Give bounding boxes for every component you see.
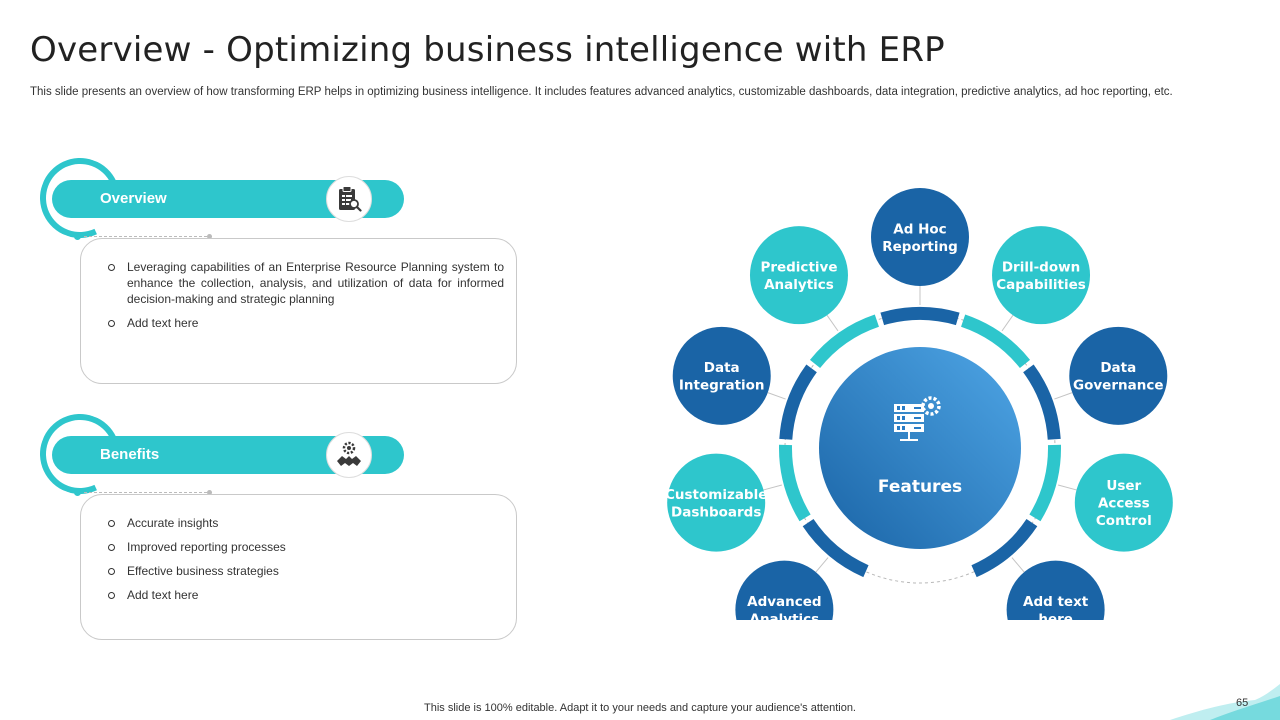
ring-segment: [802, 519, 869, 578]
overview-header-label: Overview: [100, 190, 167, 207]
overview-header-dash: [84, 236, 212, 237]
feature-node-label-line: Advanced: [747, 594, 821, 610]
feature-node-label-line: Ad Hoc: [893, 221, 946, 237]
feature-node-label-line: Add text: [1023, 594, 1089, 610]
ring-segment: [971, 519, 1038, 578]
ring-segment: [961, 314, 1031, 368]
benefits-bullet: Add text here: [105, 587, 504, 603]
ring-segment: [880, 307, 960, 326]
ring-segment: [779, 364, 817, 440]
feature-node-label-line: Access: [1098, 496, 1150, 512]
node-connector-line: [1001, 315, 1014, 332]
ring-segment: [1029, 444, 1061, 522]
node-connector-line: [1011, 557, 1025, 573]
benefits-header-dot: [74, 489, 81, 496]
overview-bullet-list: Leveraging capabilities of an Enterprise…: [105, 259, 504, 331]
benefits-header-label: Benefits: [100, 446, 160, 463]
feature-node-circle: [1069, 326, 1168, 425]
diagram-segmented-ring: [779, 307, 1061, 578]
benefits-bullet: Effective business strategies: [105, 563, 504, 579]
overview-bullet: Add text here: [105, 315, 504, 331]
diagram-connectors: [763, 286, 1077, 573]
ring-segment: [779, 444, 811, 522]
feature-node-label-line: Drill-down: [1002, 259, 1080, 275]
page-title: Overview - Optimizing business intellige…: [30, 30, 945, 70]
benefits-header-dash: [84, 492, 212, 493]
feature-node-circle: [992, 226, 1091, 325]
features-center-label: Features: [878, 477, 962, 497]
feature-node-circle: [1074, 453, 1173, 552]
feature-node-label-line: Customizable: [665, 487, 767, 503]
server-gear-icon: [894, 396, 941, 441]
feature-node-circle: [672, 326, 771, 425]
feature-node-label-line: Governance: [1073, 378, 1163, 394]
node-connector-line: [815, 557, 829, 573]
clipboard-search-icon: [326, 176, 372, 222]
feature-node-label-line: Dashboards: [671, 504, 761, 520]
ring-segment: [1023, 364, 1061, 440]
corner-wave-decoration: [1170, 684, 1280, 720]
node-connector-line: [763, 484, 783, 491]
overview-header: Overview: [28, 146, 410, 250]
footer-note: This slide is 100% editable. Adapt it to…: [424, 702, 856, 714]
feature-node-label-line: User: [1106, 478, 1141, 494]
ring-segment: [809, 314, 879, 368]
benefits-content-box: Accurate insights Improved reporting pro…: [80, 494, 517, 640]
overview-bullet: Leveraging capabilities of an Enterprise…: [105, 259, 504, 307]
benefits-header-end-dot: [207, 490, 212, 495]
node-connector-line: [826, 315, 839, 332]
node-connector-line: [1054, 392, 1073, 400]
overview-content-box: Leveraging capabilities of an Enterprise…: [80, 238, 517, 384]
feature-node-label-line: Integration: [679, 378, 765, 394]
overview-header-end-dot: [207, 234, 212, 239]
feature-node-label-line: here: [1038, 611, 1073, 620]
feature-node-label-line: Control: [1096, 513, 1152, 529]
handshake-gear-icon: [326, 432, 372, 478]
feature-node-label-line: Predictive: [760, 259, 837, 275]
overview-header-dot: [74, 233, 81, 240]
benefits-header: Benefits: [28, 402, 410, 506]
feature-node-label-line: Data: [704, 360, 740, 376]
feature-node-label-line: Reporting: [882, 239, 958, 255]
feature-node-circle: [871, 188, 969, 286]
feature-node-circle: [735, 560, 834, 620]
node-connector-line: [767, 392, 786, 400]
node-connector-line: [1057, 484, 1077, 491]
feature-node-label-line: Analytics: [750, 611, 820, 620]
features-center-circle: [819, 347, 1021, 549]
feature-node-label-line: Analytics: [764, 277, 834, 293]
feature-node-circle: [749, 226, 848, 325]
feature-node-circle: [1006, 560, 1105, 620]
feature-node-circle: [667, 453, 766, 552]
feature-node-label-line: Data: [1100, 360, 1136, 376]
page-subtitle: This slide presents an overview of how t…: [30, 86, 1173, 98]
page-number: 65: [1236, 697, 1249, 709]
benefits-bullet: Improved reporting processes: [105, 539, 504, 555]
benefits-bullet: Accurate insights: [105, 515, 504, 531]
benefits-bullet-list: Accurate insights Improved reporting pro…: [105, 515, 504, 603]
feature-node-label-line: Capabilities: [996, 277, 1086, 293]
